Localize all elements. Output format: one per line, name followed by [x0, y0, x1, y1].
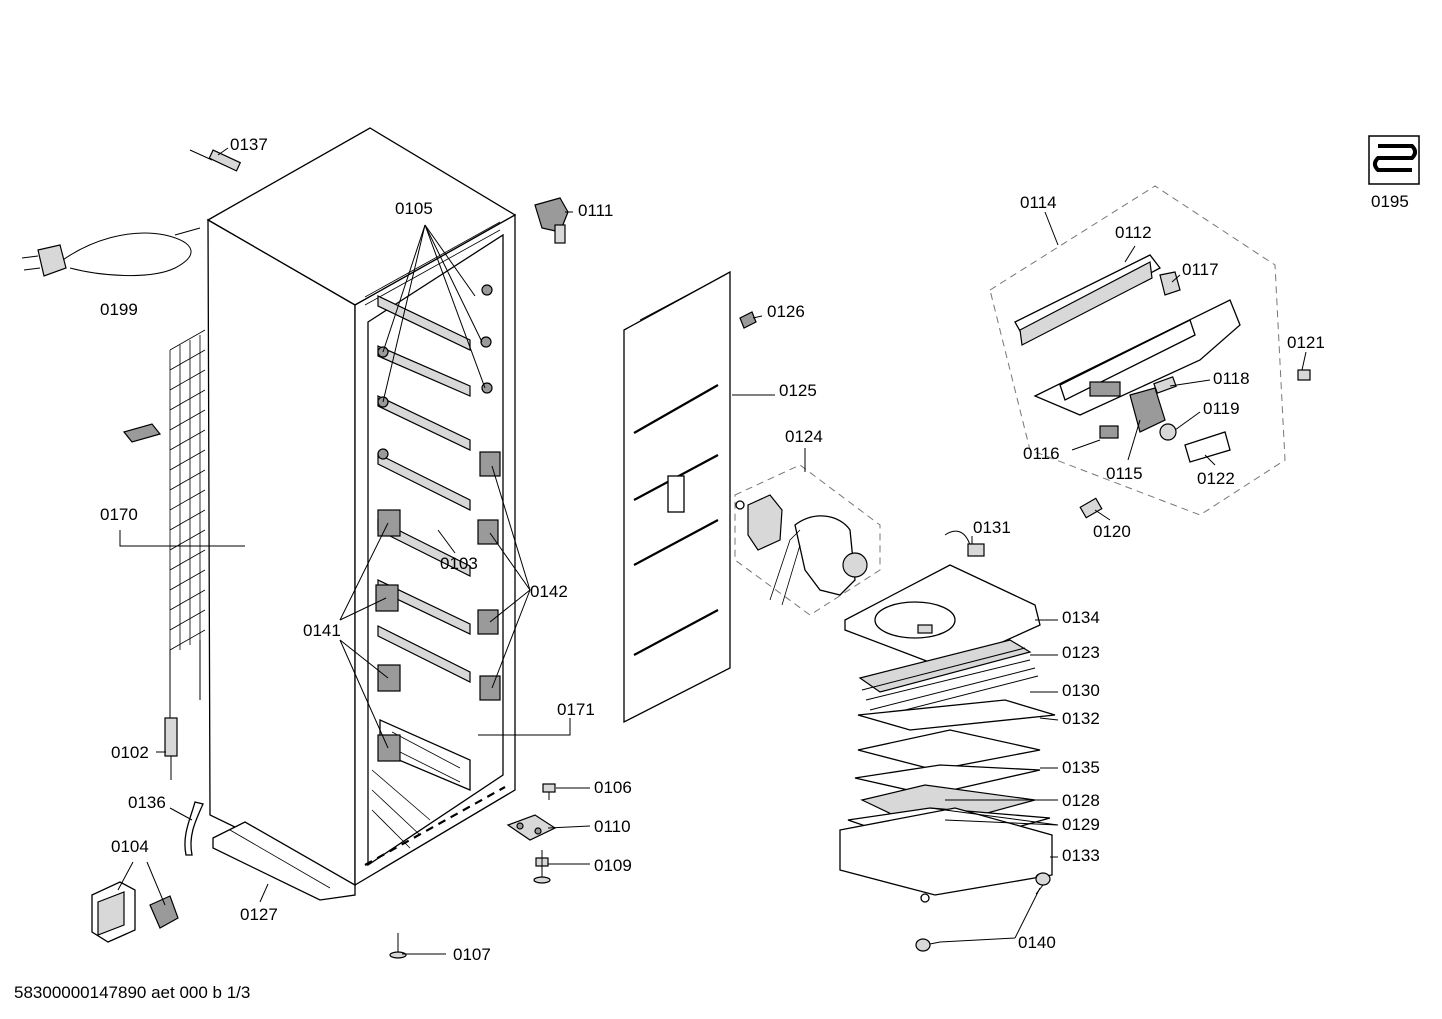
label-0131: 0131: [973, 518, 1011, 537]
label-0140: 0140: [1018, 933, 1056, 952]
label-0118: 0118: [1213, 369, 1250, 388]
label-0171: 0171: [557, 700, 595, 719]
label-0199: 0199: [100, 300, 138, 319]
sensor-0131: [944, 530, 985, 557]
evaporator-coil: [857, 639, 1056, 731]
label-0141: 0141: [303, 621, 341, 640]
label-0111: 0111: [578, 201, 613, 220]
label-0114: 0114: [1020, 193, 1057, 212]
label-0105: 0105: [395, 199, 433, 218]
filter-drier: [164, 700, 178, 780]
sensor-probe: [189, 149, 242, 172]
label-0127: 0127: [240, 905, 278, 924]
label-0128: 0128: [1062, 791, 1100, 810]
label-0115: 0115: [1106, 464, 1143, 483]
label-0122: 0122: [1197, 469, 1235, 488]
label-0142: 0142: [530, 582, 568, 601]
document-code: 58300000147890 aet 000 b 1/3: [14, 983, 250, 1002]
label-0112: 0112: [1115, 223, 1152, 242]
rear-panel: [623, 270, 731, 724]
evaporator-cover: [844, 564, 1041, 669]
cabinet-body: [206, 127, 517, 901]
tray-screws: [915, 872, 1051, 952]
label-0103: 0103: [440, 554, 478, 573]
shelf-rails: [364, 284, 506, 866]
label-0137: 0137: [230, 135, 268, 154]
label-0120: 0120: [1093, 522, 1131, 541]
label-0124: 0124: [785, 427, 823, 446]
fan-assembly: [734, 464, 881, 616]
label-0129: 0129: [1062, 815, 1100, 834]
label-0123: 0123: [1062, 643, 1100, 662]
badge-label-0195: 0195: [1371, 192, 1409, 211]
coil-icon: [1368, 135, 1420, 185]
label-0132: 0132: [1062, 709, 1100, 728]
label-0117: 0117: [1182, 260, 1219, 279]
label-0102: 0102: [111, 743, 149, 762]
panel-clip: [739, 311, 757, 329]
label-0106: 0106: [594, 778, 632, 797]
label-0133: 0133: [1062, 846, 1100, 865]
top-hinge: [534, 197, 569, 244]
label-0170: 0170: [100, 505, 138, 524]
label-0109: 0109: [594, 856, 632, 875]
label-0125: 0125: [779, 381, 817, 400]
label-0121: 0121: [1287, 333, 1325, 352]
leader-lines: [117, 147, 1307, 955]
label-0119: 0119: [1203, 399, 1240, 418]
label-0104: 0104: [111, 837, 149, 856]
part-labels: 0137 0105 0111 0199 0170 0103 0142 0141 …: [100, 135, 1409, 964]
label-0135: 0135: [1062, 758, 1100, 777]
label-0134: 0134: [1062, 608, 1100, 627]
label-0110: 0110: [594, 817, 631, 836]
label-0130: 0130: [1062, 681, 1100, 700]
condenser-coil: [122, 329, 206, 700]
drain-hose: [184, 801, 204, 856]
label-0107: 0107: [453, 945, 491, 964]
label-0136: 0136: [128, 793, 166, 812]
relay-box: [91, 881, 179, 943]
label-0126: 0126: [767, 302, 805, 321]
control-panel-group: [989, 185, 1311, 519]
fasteners: [389, 783, 557, 959]
power-cord: [21, 227, 201, 277]
label-0116: 0116: [1023, 444, 1060, 463]
